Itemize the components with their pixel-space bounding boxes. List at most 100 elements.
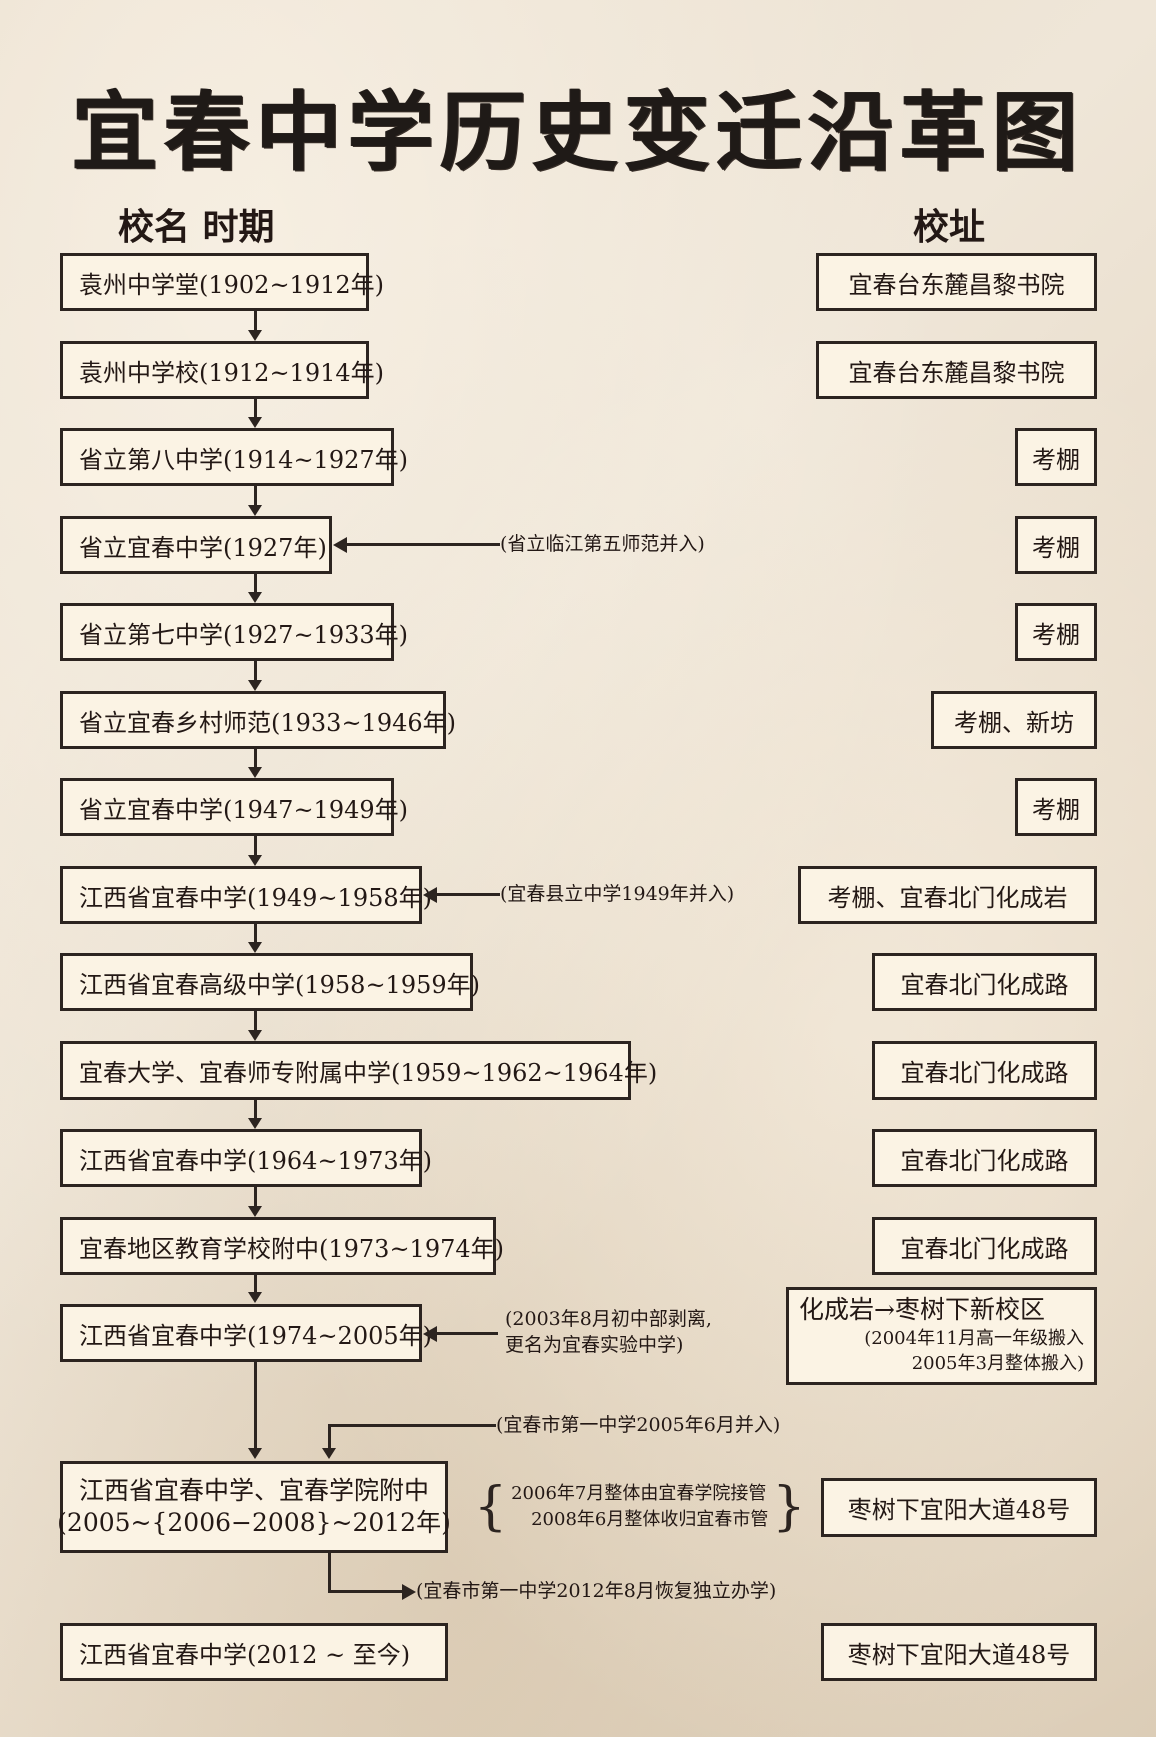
- address-text: 宜春北门化成路: [900, 1234, 1069, 1263]
- arrow-left-icon: [423, 1326, 437, 1342]
- address-text: 考棚: [1032, 533, 1080, 562]
- connector-line: [254, 836, 257, 858]
- split-note-line: (2003年8月初中部剥离,: [505, 1308, 712, 1330]
- school-name: 江西省宜春中学(1949~1958年): [79, 883, 432, 912]
- address-text: 化成岩→枣树下新校区: [799, 1295, 1045, 1324]
- address-text: 宜春北门化成路: [900, 1146, 1069, 1175]
- address-box-1933: 考棚、新坊: [931, 691, 1097, 749]
- connector-line: [254, 1100, 257, 1121]
- right-brace-icon: }: [772, 1477, 806, 1537]
- school-box-2012: 江西省宜春中学(2012 ~ 至今): [60, 1623, 448, 1681]
- address-text: 宜春北门化成路: [900, 970, 1069, 999]
- address-text: 考棚: [1032, 620, 1080, 649]
- address-text: 考棚: [1032, 795, 1080, 824]
- school-name: 省立第八中学(1914~1927年): [79, 445, 408, 474]
- address-text: 枣树下宜阳大道48号: [847, 1640, 1071, 1669]
- column-header-address: 校址: [913, 207, 986, 248]
- address-box-2012: 枣树下宜阳大道48号: [821, 1623, 1097, 1681]
- address-box-1959: 宜春北门化成路: [872, 1041, 1097, 1100]
- school-box-1927: 省立宜春中学(1927年): [60, 516, 332, 574]
- address-box-2005: 枣树下宜阳大道48号: [821, 1478, 1097, 1537]
- school-period: (2005~{2006−2008}~2012年): [57, 1508, 451, 1537]
- address-subtext: 2005年3月整体搬入): [911, 1353, 1084, 1374]
- school-box-1974: 江西省宜春中学(1974~2005年): [60, 1304, 432, 1362]
- connector-line: [254, 311, 257, 333]
- address-box-1964: 宜春北门化成路: [872, 1129, 1097, 1187]
- school-name: 江西省宜春中学(1964~1973年): [79, 1146, 432, 1175]
- arrow-down-icon: [248, 1118, 262, 1129]
- address-text: 考棚: [1032, 445, 1080, 474]
- arrow-down-icon: [248, 505, 262, 516]
- merge-note: (宜春市第一中学2005年6月并入): [496, 1414, 781, 1436]
- arrow-left-icon: [423, 887, 437, 903]
- address-box-1973: 宜春北门化成路: [872, 1217, 1097, 1275]
- merge-line: [345, 543, 500, 546]
- arrow-down-icon: [248, 330, 262, 341]
- chart-title: 宜春中学历史变迁沿革图: [72, 83, 1084, 183]
- connector-line: [254, 1275, 257, 1293]
- merge-note: (省立临江第五师范并入): [500, 533, 705, 555]
- school-name: 省立宜春中学(1927年): [79, 533, 327, 562]
- arrow-down-icon: [248, 592, 262, 603]
- address-box-1927: 考棚: [1015, 516, 1097, 574]
- school-box-1933: 省立宜春乡村师范(1933~1946年): [60, 691, 456, 749]
- arrow-down-icon: [248, 942, 262, 953]
- management-note: { 2006年7月整体由宜春学院接管 2008年6月整体收归宜春市管 }: [474, 1481, 805, 1533]
- merge-line: [328, 1424, 496, 1427]
- connector-line: [254, 486, 257, 508]
- school-box-2005: 江西省宜春中学、宜春学院附中 (2005~{2006−2008}~2012年): [57, 1461, 451, 1553]
- school-name: 宜春地区教育学校附中(1973~1974年): [79, 1234, 504, 1263]
- connector-line: [254, 574, 257, 595]
- arrow-down-icon: [248, 417, 262, 428]
- arrow-down-icon: [248, 1206, 262, 1217]
- school-box-1959: 宜春大学、宜春师专附属中学(1959~1962~1964年): [60, 1041, 657, 1100]
- school-box-1927-1933: 省立第七中学(1927~1933年): [60, 603, 408, 661]
- address-subtext: (2004年11月高一年级搬入: [864, 1328, 1084, 1349]
- address-text: 宜春台东麓昌黎书院: [848, 270, 1065, 299]
- address-box-1902: 宜春台东麓昌黎书院: [816, 253, 1097, 311]
- address-text: 考棚、新坊: [954, 708, 1074, 737]
- split-note: (宜春市第一中学2012年8月恢复独立办学): [416, 1580, 777, 1602]
- arrow-down-icon: [248, 855, 262, 866]
- address-box-1914: 考棚: [1015, 428, 1097, 486]
- arrow-down-icon: [248, 1030, 262, 1041]
- arrow-right-icon: [402, 1584, 416, 1600]
- merge-line: [435, 1332, 498, 1335]
- management-note-line: 2008年6月整体收归宜春市管: [531, 1509, 769, 1530]
- school-box-1958: 江西省宜春高级中学(1958~1959年): [60, 953, 480, 1011]
- address-box-1958: 宜春北门化成路: [872, 953, 1097, 1011]
- address-box-1949: 考棚、宜春北门化成岩: [798, 866, 1097, 924]
- split-note-line: 更名为宜春实验中学): [505, 1334, 684, 1356]
- school-box-1914: 省立第八中学(1914~1927年): [60, 428, 408, 486]
- school-name: 江西省宜春中学(2012 ~ 至今): [79, 1640, 411, 1669]
- arrow-left-icon: [333, 537, 347, 553]
- school-name: 袁州中学堂(1902~1912年): [79, 270, 384, 299]
- address-text: 宜春北门化成路: [900, 1059, 1069, 1087]
- split-line: [328, 1590, 406, 1593]
- address-box-1974: 化成岩→枣树下新校区 (2004年11月高一年级搬入 2005年3月整体搬入): [786, 1287, 1097, 1385]
- address-text: 宜春台东麓昌黎书院: [848, 358, 1065, 387]
- connector-line: [254, 1362, 257, 1450]
- school-box-1902: 袁州中学堂(1902~1912年): [60, 253, 384, 311]
- connector-line: [254, 749, 257, 770]
- school-name: 省立第七中学(1927~1933年): [79, 620, 408, 649]
- split-note: (2003年8月初中部剥离, 更名为宜春实验中学): [505, 1306, 712, 1358]
- address-box-1947: 考棚: [1015, 778, 1097, 836]
- merge-note: (宜春县立中学1949年并入): [500, 883, 735, 905]
- school-box-1964: 江西省宜春中学(1964~1973年): [60, 1129, 432, 1187]
- school-name: 江西省宜春高级中学(1958~1959年): [79, 970, 480, 999]
- merge-line: [328, 1424, 331, 1450]
- school-name: 省立宜春中学(1947~1949年): [79, 795, 408, 824]
- connector-line: [254, 661, 257, 683]
- address-text: 枣树下宜阳大道48号: [847, 1496, 1071, 1524]
- connector-line: [254, 924, 257, 945]
- arrow-down-icon: [248, 1448, 262, 1459]
- arrow-down-icon: [322, 1448, 336, 1459]
- connector-line: [254, 1187, 257, 1209]
- school-box-1912: 袁州中学校(1912~1914年): [60, 341, 384, 399]
- school-box-1949: 江西省宜春中学(1949~1958年): [60, 866, 432, 924]
- column-header-name-period: 校名 时期: [118, 207, 275, 248]
- connector-line: [254, 1011, 257, 1033]
- school-box-1973: 宜春地区教育学校附中(1973~1974年): [60, 1217, 504, 1275]
- school-name: 宜春大学、宜春师专附属中学(1959~1962~1964年): [79, 1059, 658, 1087]
